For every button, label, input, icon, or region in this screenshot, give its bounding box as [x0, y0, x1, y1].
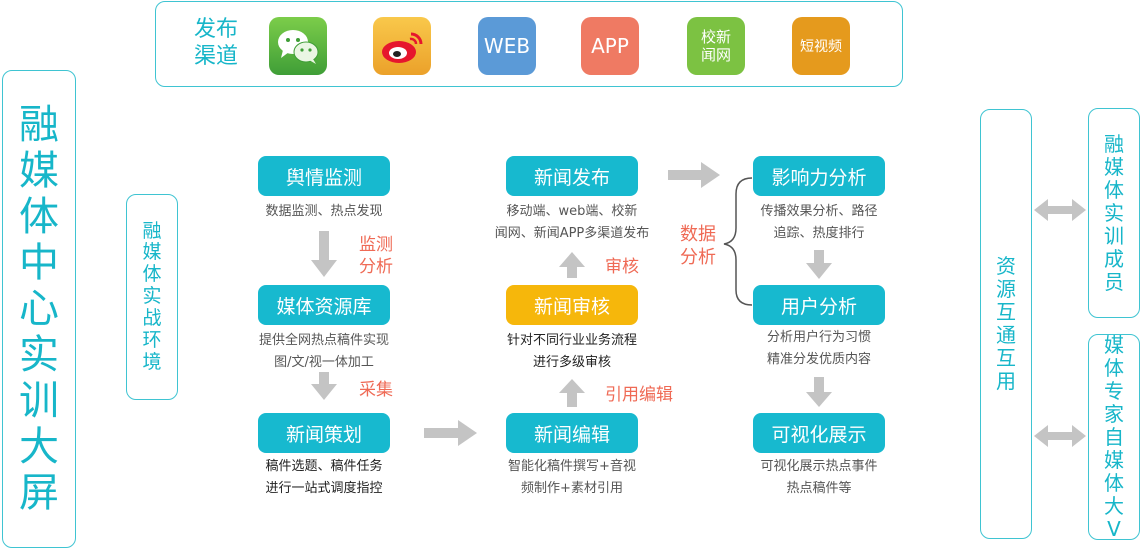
app-icon[interactable]: APP — [581, 17, 639, 75]
node-media-resource[interactable]: 媒体资源库 — [258, 285, 390, 325]
label-review: 审核 — [605, 257, 639, 277]
channels-title: 发布 渠道 — [194, 17, 239, 69]
experts-label: 媒体专家自媒体大V — [1104, 332, 1124, 541]
label-data-analysis: 数据 分析 — [680, 224, 716, 268]
resource-interop-label: 资源互通互用 — [996, 254, 1016, 393]
desc-user-analysis: 分析用户行为习惯 精准分发优质内容 — [766, 330, 871, 367]
members-label: 融媒体实训成员 — [1104, 131, 1124, 294]
desc-news-review: 针对不同行业业务流程 进行多级审核 — [506, 333, 637, 370]
node-visual-display[interactable]: 可视化展示 — [753, 413, 885, 453]
desc-visual-display: 可视化展示热点事件 热点稿件等 — [760, 459, 878, 496]
web-icon[interactable]: WEB — [478, 17, 536, 75]
node-user-analysis[interactable]: 用户分析 — [753, 285, 885, 325]
arrow-up-1 — [559, 379, 585, 407]
campus-news-label-line1: 校新 — [700, 28, 731, 46]
label-collect: 采集 — [359, 380, 393, 400]
node-news-publish[interactable]: 新闻发布 — [506, 156, 638, 196]
short-video-icon[interactable]: 短视频 — [792, 17, 850, 75]
node-news-review[interactable]: 新闻审核 — [506, 285, 638, 325]
desc-news-planning: 稿件选题、稿件任务 进行一站式调度指控 — [265, 459, 383, 496]
wechat-bubbles — [278, 30, 319, 64]
node-influence-analysis[interactable]: 影响力分析 — [753, 156, 885, 196]
desc-influence-analysis: 传播效果分析、路径 追踪、热度排行 — [760, 204, 878, 241]
left-title-panel: 融媒体中心实训大屏 — [2, 70, 76, 548]
arrow-up-2 — [559, 252, 585, 278]
resource-interop-panel: 资源互通互用 — [980, 109, 1032, 539]
desc-news-publish: 移动端、web端、校新 闻网、新闻APP多渠道发布 — [494, 204, 650, 241]
label-cite-edit: 引用编辑 — [605, 385, 673, 405]
arrow-right-2 — [668, 162, 720, 188]
node-news-planning[interactable]: 新闻策划 — [258, 413, 390, 453]
web-icon-label: WEB — [483, 34, 531, 58]
publish-channels-bar: 发布 渠道 WEB APP 校新 闻网 短视频 — [155, 1, 903, 87]
experts-panel[interactable]: 媒体专家自媒体大V — [1088, 332, 1140, 541]
node-news-editing[interactable]: 新闻编辑 — [506, 413, 638, 453]
node-opinion-monitoring[interactable]: 舆情监测 — [258, 156, 390, 196]
environment-label: 融媒体实战环境 — [142, 219, 162, 373]
weibo-icon[interactable] — [373, 17, 431, 75]
environment-panel: 融媒体实战环境 — [126, 194, 178, 400]
arrow-down-1 — [311, 231, 337, 277]
app-icon-label: APP — [591, 34, 629, 58]
double-arrow-experts — [1034, 425, 1086, 447]
desc-news-editing: 智能化稿件撰写+音视 频制作+素材引用 — [508, 459, 636, 496]
wechat-icon[interactable] — [269, 17, 327, 75]
arrow-down-4 — [806, 377, 832, 407]
desc-opinion-monitoring: 数据监测、热点发现 — [265, 204, 383, 219]
desc-media-resource: 提供全网热点稿件实现 图/文/视一体加工 — [258, 333, 389, 370]
left-title: 融媒体中心实训大屏 — [19, 102, 59, 516]
label-monitor-analysis: 监测 分析 — [359, 235, 393, 277]
short-video-label: 短视频 — [800, 39, 842, 55]
campus-news-icon[interactable]: 校新 闻网 — [687, 17, 745, 75]
arrow-right-1 — [424, 420, 477, 446]
arrow-down-2 — [311, 372, 337, 400]
weibo-mark — [382, 32, 423, 63]
arrow-down-3 — [806, 250, 832, 279]
double-arrow-members — [1034, 199, 1086, 221]
members-panel[interactable]: 融媒体实训成员 — [1088, 108, 1140, 318]
campus-news-label-line2: 闻网 — [700, 46, 731, 64]
